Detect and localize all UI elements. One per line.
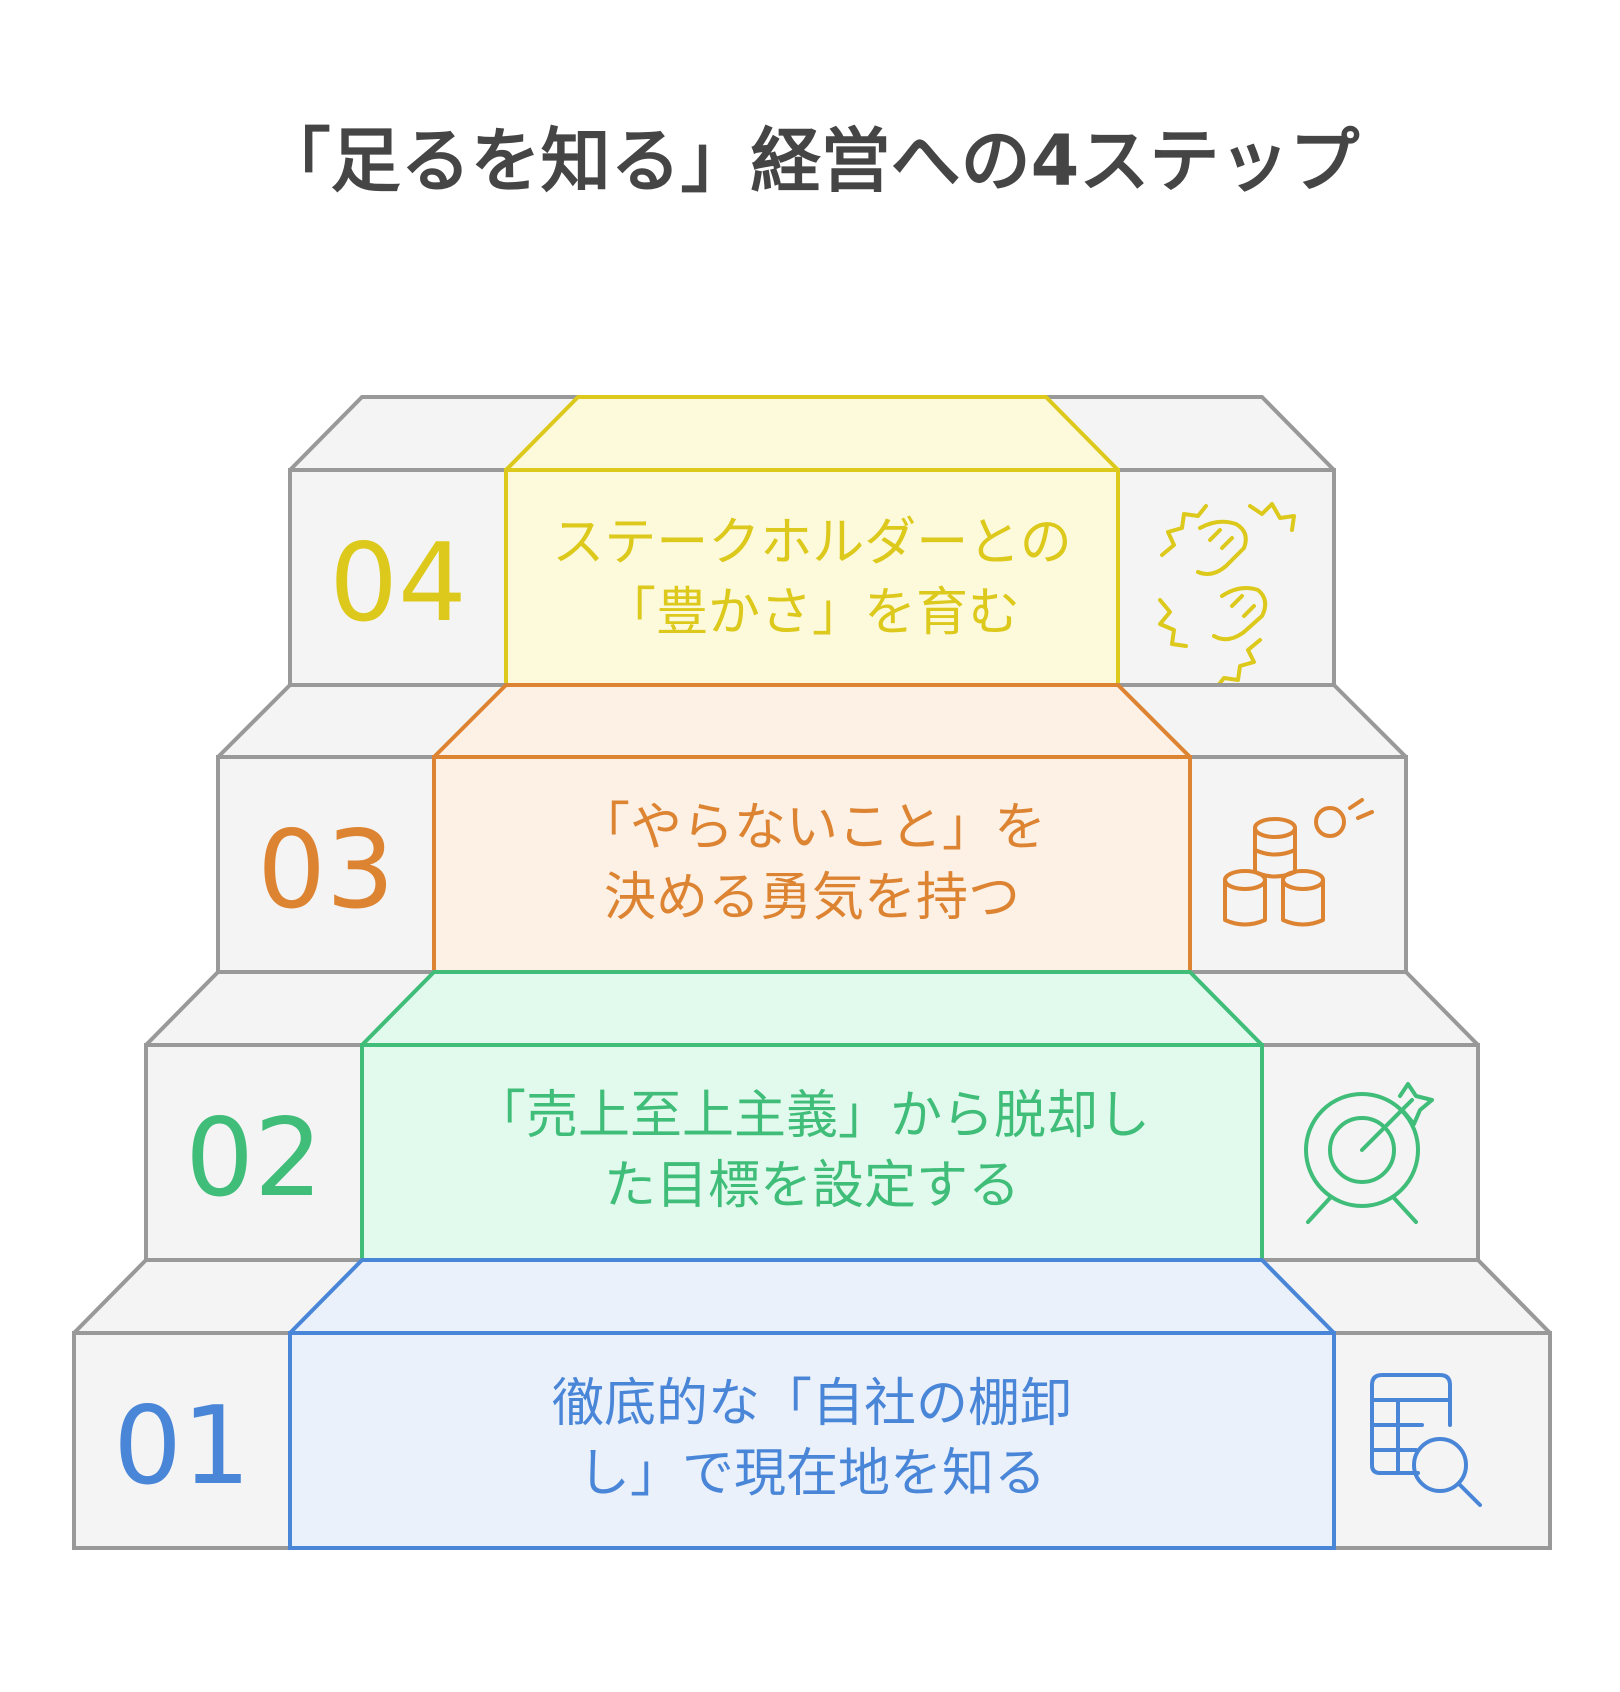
- step-3: 03 「やらないこと」を 決める勇気を持つ: [216, 683, 1408, 974]
- step-4-label-line-1: ステークホルダーとの: [552, 513, 1071, 573]
- step-1-label-line-1: 徹底的な「自社の棚卸: [552, 1374, 1072, 1434]
- step-1: 01 徹底的な「自社の棚卸 し」で現在地を知る: [72, 1258, 1552, 1550]
- page-title: 「足るを知る」経営への4ステップ: [261, 120, 1360, 202]
- step-2: 02 「売上至上主義」から脱却し た目標を設定する: [144, 970, 1480, 1262]
- step-4: 04 ステークホルダーとの 「豊かさ」を育む: [288, 395, 1336, 690]
- step-4-front-face: [504, 468, 1120, 687]
- step-1-number: 01: [113, 1384, 250, 1509]
- step-1-front-face: [288, 1331, 1336, 1550]
- step-3-number: 03: [257, 808, 394, 933]
- step-3-top-face: [432, 683, 1192, 759]
- step-3-label-line-1: 「やらないこと」を: [578, 798, 1046, 858]
- step-3-front-face: [432, 755, 1192, 974]
- fist-bump-icon: [1158, 502, 1296, 690]
- step-2-front-face: [360, 1043, 1264, 1262]
- step-4-number: 04: [329, 521, 466, 646]
- coins-target-icon: [1223, 798, 1374, 927]
- step-1-top-face: [288, 1258, 1336, 1335]
- step-2-number: 02: [185, 1096, 322, 1221]
- step-3-label-line-2: 決める勇気を持つ: [604, 868, 1020, 928]
- step-2-label-line-2: た目標を設定する: [604, 1156, 1020, 1216]
- step-4-label-line-2: 「豊かさ」を育む: [604, 583, 1020, 643]
- step-2-label-line-1: 「売上至上主義」から脱却し: [474, 1086, 1150, 1146]
- step-2-top-face: [360, 970, 1264, 1047]
- step-1-label-line-2: し」で現在地を知る: [578, 1444, 1046, 1504]
- table-search-icon: [1370, 1373, 1482, 1507]
- step-4-top-face: [504, 395, 1120, 472]
- target-arrow-icon: [1304, 1082, 1434, 1224]
